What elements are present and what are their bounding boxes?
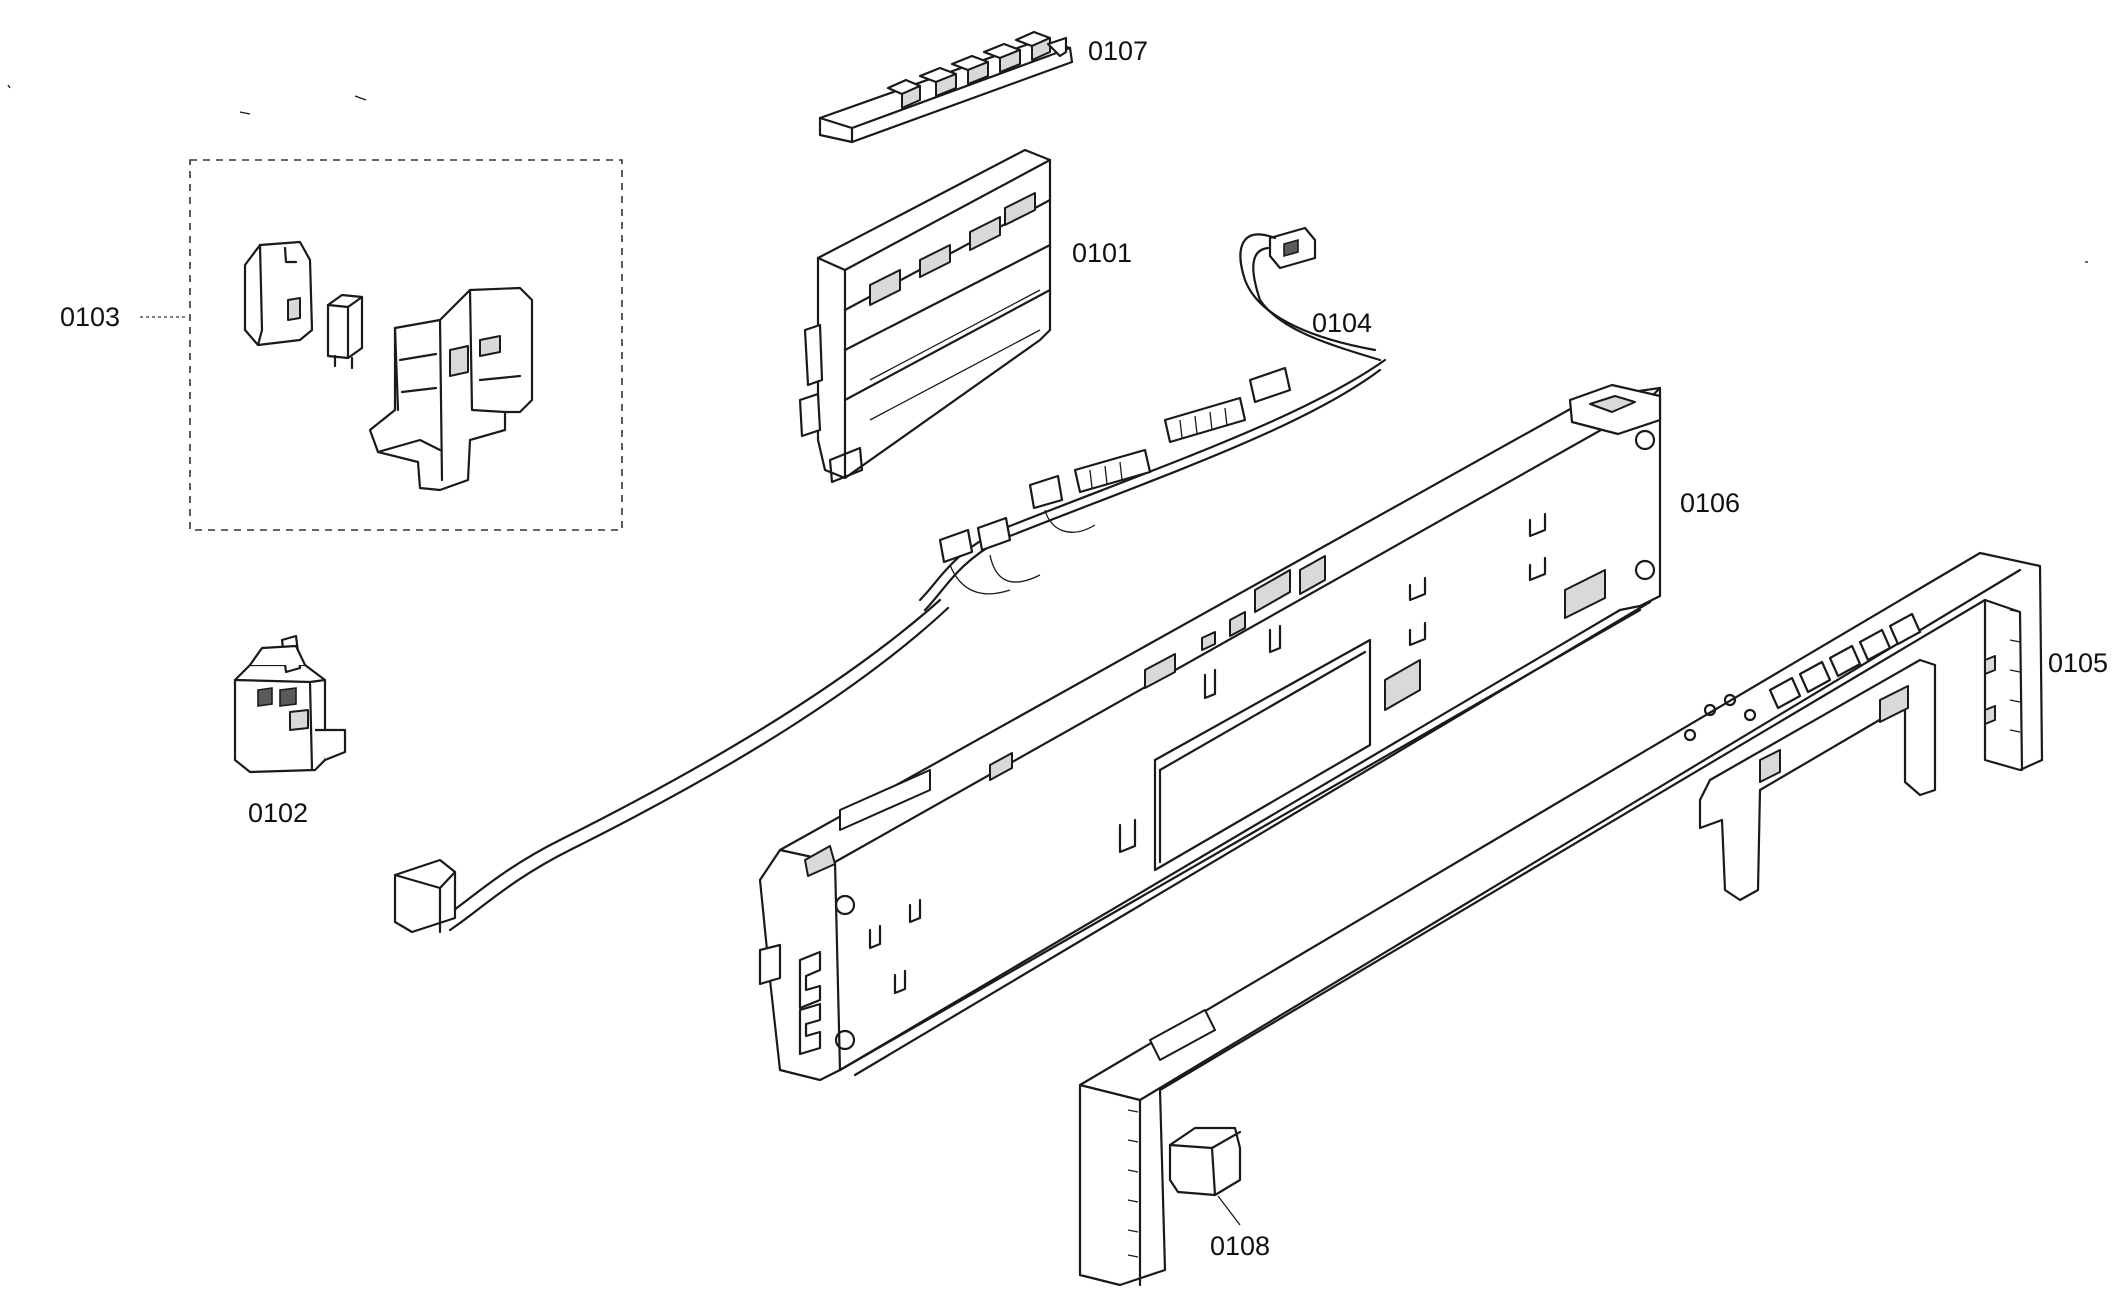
part-0106-callout: 0106 [1680, 488, 1740, 518]
part-0106-panel-frame[interactable] [758, 383, 1662, 1082]
part-0103-callout: 0103 [60, 302, 188, 332]
part-0104-wiring-harness[interactable] [393, 226, 1387, 934]
part-label-0104: 0104 [1312, 308, 1372, 338]
leader-line-0108 [1217, 1195, 1241, 1226]
part-label-0108: 0108 [1210, 1231, 1270, 1261]
part-0101-control-module[interactable] [798, 148, 1052, 484]
part-label-0103: 0103 [60, 302, 120, 332]
scan-specks [7, 84, 2088, 263]
part-label-0106: 0106 [1680, 488, 1740, 518]
part-0105-callout: 0105 [2048, 648, 2108, 678]
part-label-0107: 0107 [1088, 36, 1148, 66]
part-0107-callout: 0107 [1088, 36, 1148, 66]
part-0108-button-cap[interactable] [1168, 1126, 1242, 1197]
part-label-0105: 0105 [2048, 648, 2108, 678]
part-0104-callout: 0104 [1312, 308, 1372, 338]
part-0101-callout: 0101 [1072, 238, 1132, 268]
part-label-0101: 0101 [1072, 238, 1132, 268]
part-0108-callout: 0108 [1210, 1195, 1270, 1261]
part-label-0102: 0102 [248, 798, 308, 828]
part-0102-callout: 0102 [248, 798, 308, 828]
part-0103-group-box [189, 159, 623, 531]
part-0102-main-switch[interactable] [233, 634, 347, 774]
part-0103-relay-assembly[interactable] [189, 159, 623, 531]
part-0107-button-module[interactable] [818, 30, 1074, 144]
part-0105-fascia-trim[interactable] [1078, 551, 2044, 1287]
